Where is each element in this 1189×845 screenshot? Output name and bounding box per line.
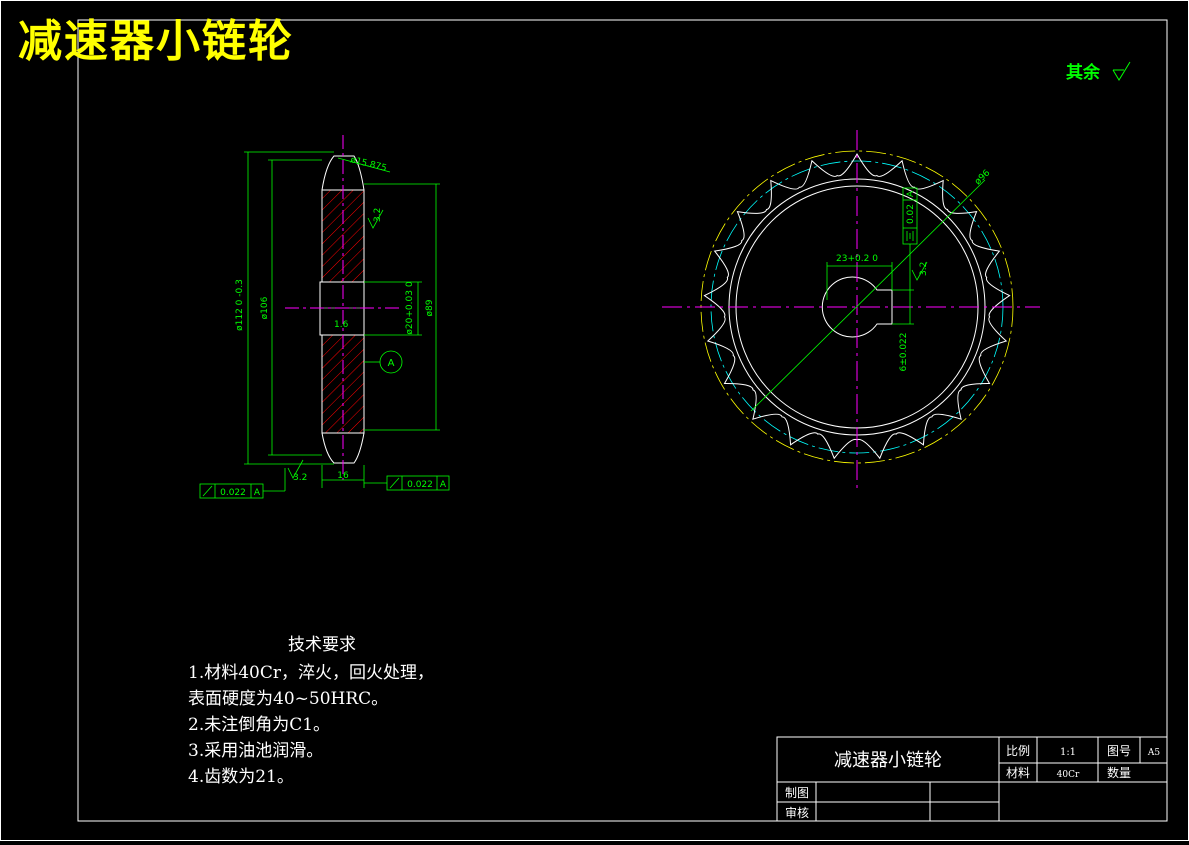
dim-bore-diameter: ø20+0.03 0 [405,281,415,334]
rough-face: 3.2 [373,208,383,222]
dim-hub-diameter: ø89 [425,299,435,316]
title-block-part-name: 减速器小链轮 [834,750,942,771]
roughness-symbol-key [911,261,928,281]
tech-line: 1.材料40Cr，淬火，回火处理， [188,663,434,683]
title-block-quantity-label: 数量 [1107,765,1131,780]
tooth-profile-upper [321,155,365,191]
tech-requirements-heading: 技术要求 [288,635,356,655]
dim-roller-diameter: ø15.875 [349,155,387,174]
title-block-material-value: 40Cr [1057,770,1080,780]
rough-bore: 1.6 [334,320,349,330]
tech-line: 表面硬度为40~50HRC。 [188,689,389,709]
runout-right-datum: A [440,480,447,490]
title-block-scale-label: 比例 [1006,744,1030,758]
symmetry-frame: A 0.02 [902,187,918,290]
title-block-drawn-label: 制图 [785,786,809,800]
sym-tolerance: 0.02 [906,204,916,224]
runout-frame-left: 0.022 A [199,468,286,499]
front-view: ø96 23+0.2 0 6±0.022 A 0.02 [662,130,1040,493]
roughness-symbol-bottom [287,459,304,479]
dim-keyway-width: 23+0.2 0 [836,254,878,264]
title-block [776,736,1168,822]
dim-width: 16 [337,471,349,481]
rough-bottom: 3.2 [293,473,307,483]
tech-line: 3.采用油池润滑。 [188,741,324,761]
roughness-general-icon [1112,61,1131,81]
drawing-frame [77,19,1168,822]
datum-circle [379,350,403,374]
side-view: ø112 0 -0.3 ø106 ø20+0.03 0 ø89 ø15.875 … [199,135,450,499]
dim-root-diameter: ø106 [260,296,270,319]
runout-left-value: 0.022 [220,488,246,498]
runout-right-value: 0.022 [407,480,433,490]
dim-pitch-diameter: ø96 [973,168,992,187]
tech-line: 2.未注倒角为C1。 [188,715,331,735]
title-block-drawing-no-label: 图号 [1107,744,1131,758]
title-block-scale-value: 1:1 [1060,747,1076,758]
datum-label: A [388,358,395,369]
symmetry-icon [906,231,914,241]
tooth-profile-lower [321,432,365,464]
tech-line: 4.齿数为21。 [188,767,294,787]
title-block-material-label: 材料 [1006,766,1030,780]
title-block-checked-label: 审核 [785,805,809,820]
runout-left-datum: A [254,488,261,498]
sym-datum: A [906,190,916,197]
roughness-note: 其余 [1066,63,1100,83]
rough-key: 3.2 [919,262,929,276]
dim-keyway-tol: 6±0.022 [899,332,909,371]
page-title: 减速器小链轮 [18,16,294,67]
pitch-dim-line [750,179,986,412]
title-block-drawing-no-value: A5 [1147,748,1160,758]
roughness-symbol-face [367,209,384,229]
runout-frame-right: 0.022 A [364,475,450,491]
dim-outer-diameter: ø112 0 -0.3 [235,279,245,331]
